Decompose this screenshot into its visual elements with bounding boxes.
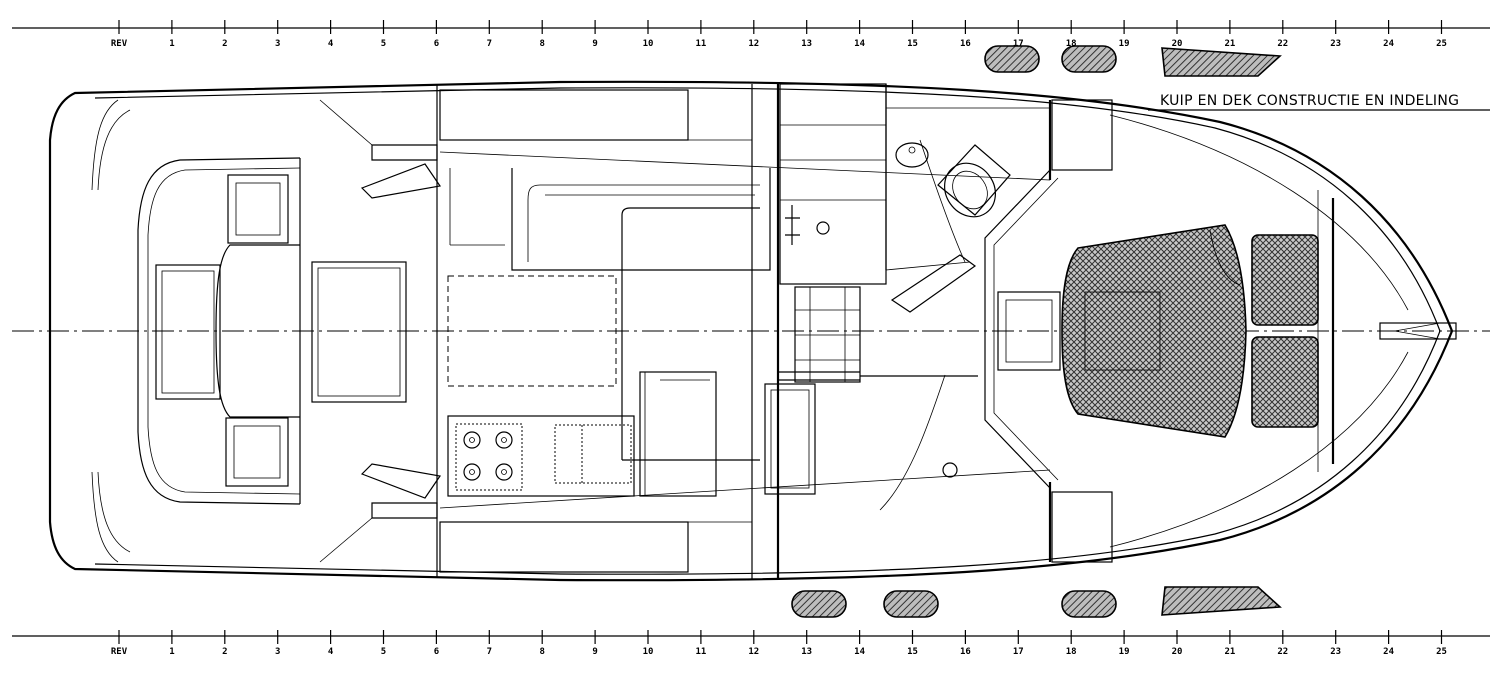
bottom-frame-label: 11 (695, 647, 706, 657)
top-frame-label: 24 (1383, 39, 1394, 49)
top-frame-label: 8 (539, 39, 544, 49)
hull-window-bottom (1161, 586, 1282, 616)
top-frame-label: 4 (328, 39, 334, 49)
bottom-frame-label: 10 (643, 647, 654, 657)
aft-cockpit (137, 157, 407, 505)
portlights-bottom (791, 586, 1282, 618)
top-frame-label: 5 (381, 39, 386, 49)
forward-cabin (860, 84, 1113, 563)
drawing-title: KUIP EN DEK CONSTRUCTIE EN INDELING (1148, 93, 1490, 111)
bottom-frame-label: 6 (434, 647, 439, 657)
bottom-frame-label: 1 (169, 647, 174, 657)
bottom-frame-label: 13 (801, 647, 812, 657)
top-frame-label: 21 (1224, 39, 1235, 49)
portlight-bottom-1 (791, 590, 847, 618)
top-frame-label: 3 (275, 39, 280, 49)
portlight-top-2 (1061, 45, 1117, 73)
top-frame-label: 11 (695, 39, 706, 49)
top-frame-label: 12 (748, 39, 759, 49)
bottom-frame-label: 25 (1436, 647, 1447, 657)
cooktop-burners (463, 431, 513, 481)
side-decks (319, 84, 1051, 580)
top-frame-label: 18 (1066, 39, 1077, 49)
top-frame-label: 6 (434, 39, 439, 49)
galley-sink (554, 424, 632, 484)
top-frame-label: 10 (643, 39, 654, 49)
top-frame-label: 7 (487, 39, 492, 49)
hull-window-top (1161, 47, 1282, 77)
top-frame-label: 16 (960, 39, 971, 49)
top-frame-label: 22 (1277, 39, 1288, 49)
bottom-frame-label: 20 (1172, 647, 1183, 657)
top-frame-label: 13 (801, 39, 812, 49)
portlight-bottom-2 (883, 590, 939, 618)
cockpit-hatch-lower (225, 417, 289, 487)
cockpit-hatch-upper (227, 174, 289, 244)
washbasin (895, 142, 929, 168)
bottom-frame-label: 19 (1119, 647, 1130, 657)
bottom-frame-label: 4 (328, 647, 334, 657)
portlight-bottom-3 (1061, 590, 1117, 618)
top-frame-label: 9 (592, 39, 597, 49)
forward-hatch-port (1251, 234, 1319, 326)
bottom-frame-label: 8 (539, 647, 544, 657)
bottom-frame-label: REV (111, 647, 128, 657)
bottom-frame-label: 18 (1066, 647, 1077, 657)
top-frame-label: REV (111, 39, 128, 49)
top-frame-label: 19 (1119, 39, 1130, 49)
cockpit-table (311, 261, 407, 403)
top-frame-label: 15 (907, 39, 918, 49)
top-frame-label: 14 (854, 39, 865, 49)
top-frame-label: 25 (1436, 39, 1447, 49)
toilet-icon (944, 162, 996, 218)
top-frame-label: 23 (1330, 39, 1341, 49)
forward-hatch-starboard (1251, 336, 1319, 428)
portlights-top (984, 45, 1282, 77)
companionway (778, 83, 887, 383)
galley-cooktop (455, 423, 523, 491)
bottom-frame-label: 12 (748, 647, 759, 657)
top-frame-label: 1 (169, 39, 174, 49)
bottom-frame-label: 9 (592, 647, 597, 657)
portlight-top-1 (984, 45, 1040, 73)
saloon-galley (447, 168, 816, 497)
bottom-frame-label: 16 (960, 647, 971, 657)
top-frame-label: 17 (1013, 39, 1024, 49)
bottom-frame-label: 5 (381, 647, 386, 657)
bottom-frame-label: 15 (907, 647, 918, 657)
bottom-frame-label: 3 (275, 647, 280, 657)
cockpit-seat-hatch-port (155, 264, 221, 400)
bottom-frame-label: 24 (1383, 647, 1394, 657)
bottom-frame-label: 17 (1013, 647, 1024, 657)
head-cabinet (937, 144, 1011, 216)
bottom-frame-label: 7 (487, 647, 492, 657)
bottom-frame-label: 14 (854, 647, 865, 657)
bottom-frame-label: 2 (222, 647, 227, 657)
drawing-title-text: KUIP EN DEK CONSTRUCTIE EN INDELING (1160, 93, 1459, 109)
bottom-frame-label: 23 (1330, 647, 1341, 657)
bottom-frame-label: 22 (1277, 647, 1288, 657)
top-frame-label: 2 (222, 39, 227, 49)
companionway-steps (794, 286, 861, 383)
bow-anchor-fitting (1379, 322, 1457, 340)
bottom-frame-label: 21 (1224, 647, 1235, 657)
top-frame-label: 20 (1172, 39, 1183, 49)
forward-berth-mattress (1061, 224, 1247, 438)
saloon-table-outline (447, 275, 617, 387)
shower-drain (816, 221, 830, 235)
